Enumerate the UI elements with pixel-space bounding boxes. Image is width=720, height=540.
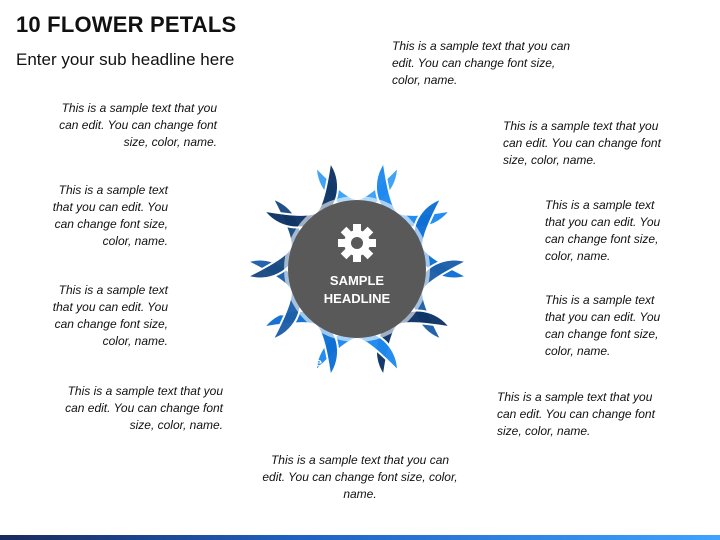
- center-circle: [288, 200, 426, 338]
- description-08: This is a sample text that you can edit.…: [52, 283, 168, 348]
- petal-headline-line2: Headline: [392, 190, 442, 204]
- description-01: This is a sample text that you can edit.…: [392, 39, 571, 87]
- petal-headline-line1: Sample: [396, 339, 439, 353]
- description-06: This is a sample text that you can edit.…: [262, 453, 458, 501]
- center-label-line1: SAMPLE: [330, 273, 385, 288]
- description-03: This is a sample text that you can edit.…: [545, 198, 661, 263]
- petal-headline-line2: Headline: [332, 375, 382, 389]
- gear-hole: [351, 237, 363, 249]
- petal-headline-line2: Headline: [429, 241, 479, 255]
- description-05: This is a sample text that you can edit.…: [497, 390, 655, 438]
- center-hub: SAMPLE HEADLINE: [284, 196, 430, 342]
- gear-tooth: [353, 224, 361, 233]
- bottom-accent-bar: [0, 535, 720, 540]
- description-10: This is a sample text that you can edit.…: [59, 101, 217, 149]
- gear-icon: [338, 224, 376, 262]
- gear-tooth: [353, 253, 361, 262]
- petal-headline-line1: Sample: [276, 173, 319, 187]
- center-label-line2: HEADLINE: [324, 291, 391, 306]
- petal-headline-line1: Sample: [239, 224, 282, 238]
- petal-headline-line1: Sample: [336, 154, 379, 168]
- petal-headline-line2: Headline: [392, 356, 442, 370]
- description-07: This is a sample text that you can edit.…: [65, 384, 223, 432]
- petal-headline-line1: Sample: [433, 288, 476, 302]
- petal-headline-line1: Sample: [336, 358, 379, 372]
- petal-headline-line2: Headline: [235, 241, 285, 255]
- petal-headline-line2: Headline: [272, 190, 322, 204]
- petal-headline-line2: Headline: [332, 171, 382, 185]
- page-subtitle: Enter your sub headline here: [16, 50, 235, 69]
- petal-headline-line1: Sample: [433, 224, 476, 238]
- description-09: This is a sample text that you can edit.…: [52, 183, 168, 248]
- petal-headline-line2: Headline: [429, 305, 479, 319]
- description-04: This is a sample text that you can edit.…: [545, 293, 661, 358]
- petal-headline-line1: Sample: [396, 173, 439, 187]
- petal-headline-line1: Sample: [276, 339, 319, 353]
- petal-headline-line1: Sample: [239, 288, 282, 302]
- petal-headline-line2: Headline: [235, 305, 285, 319]
- description-02: This is a sample text that you can edit.…: [503, 119, 661, 167]
- page-title: 10 FLOWER PETALS: [16, 12, 237, 37]
- petal-headline-line2: Headline: [272, 356, 322, 370]
